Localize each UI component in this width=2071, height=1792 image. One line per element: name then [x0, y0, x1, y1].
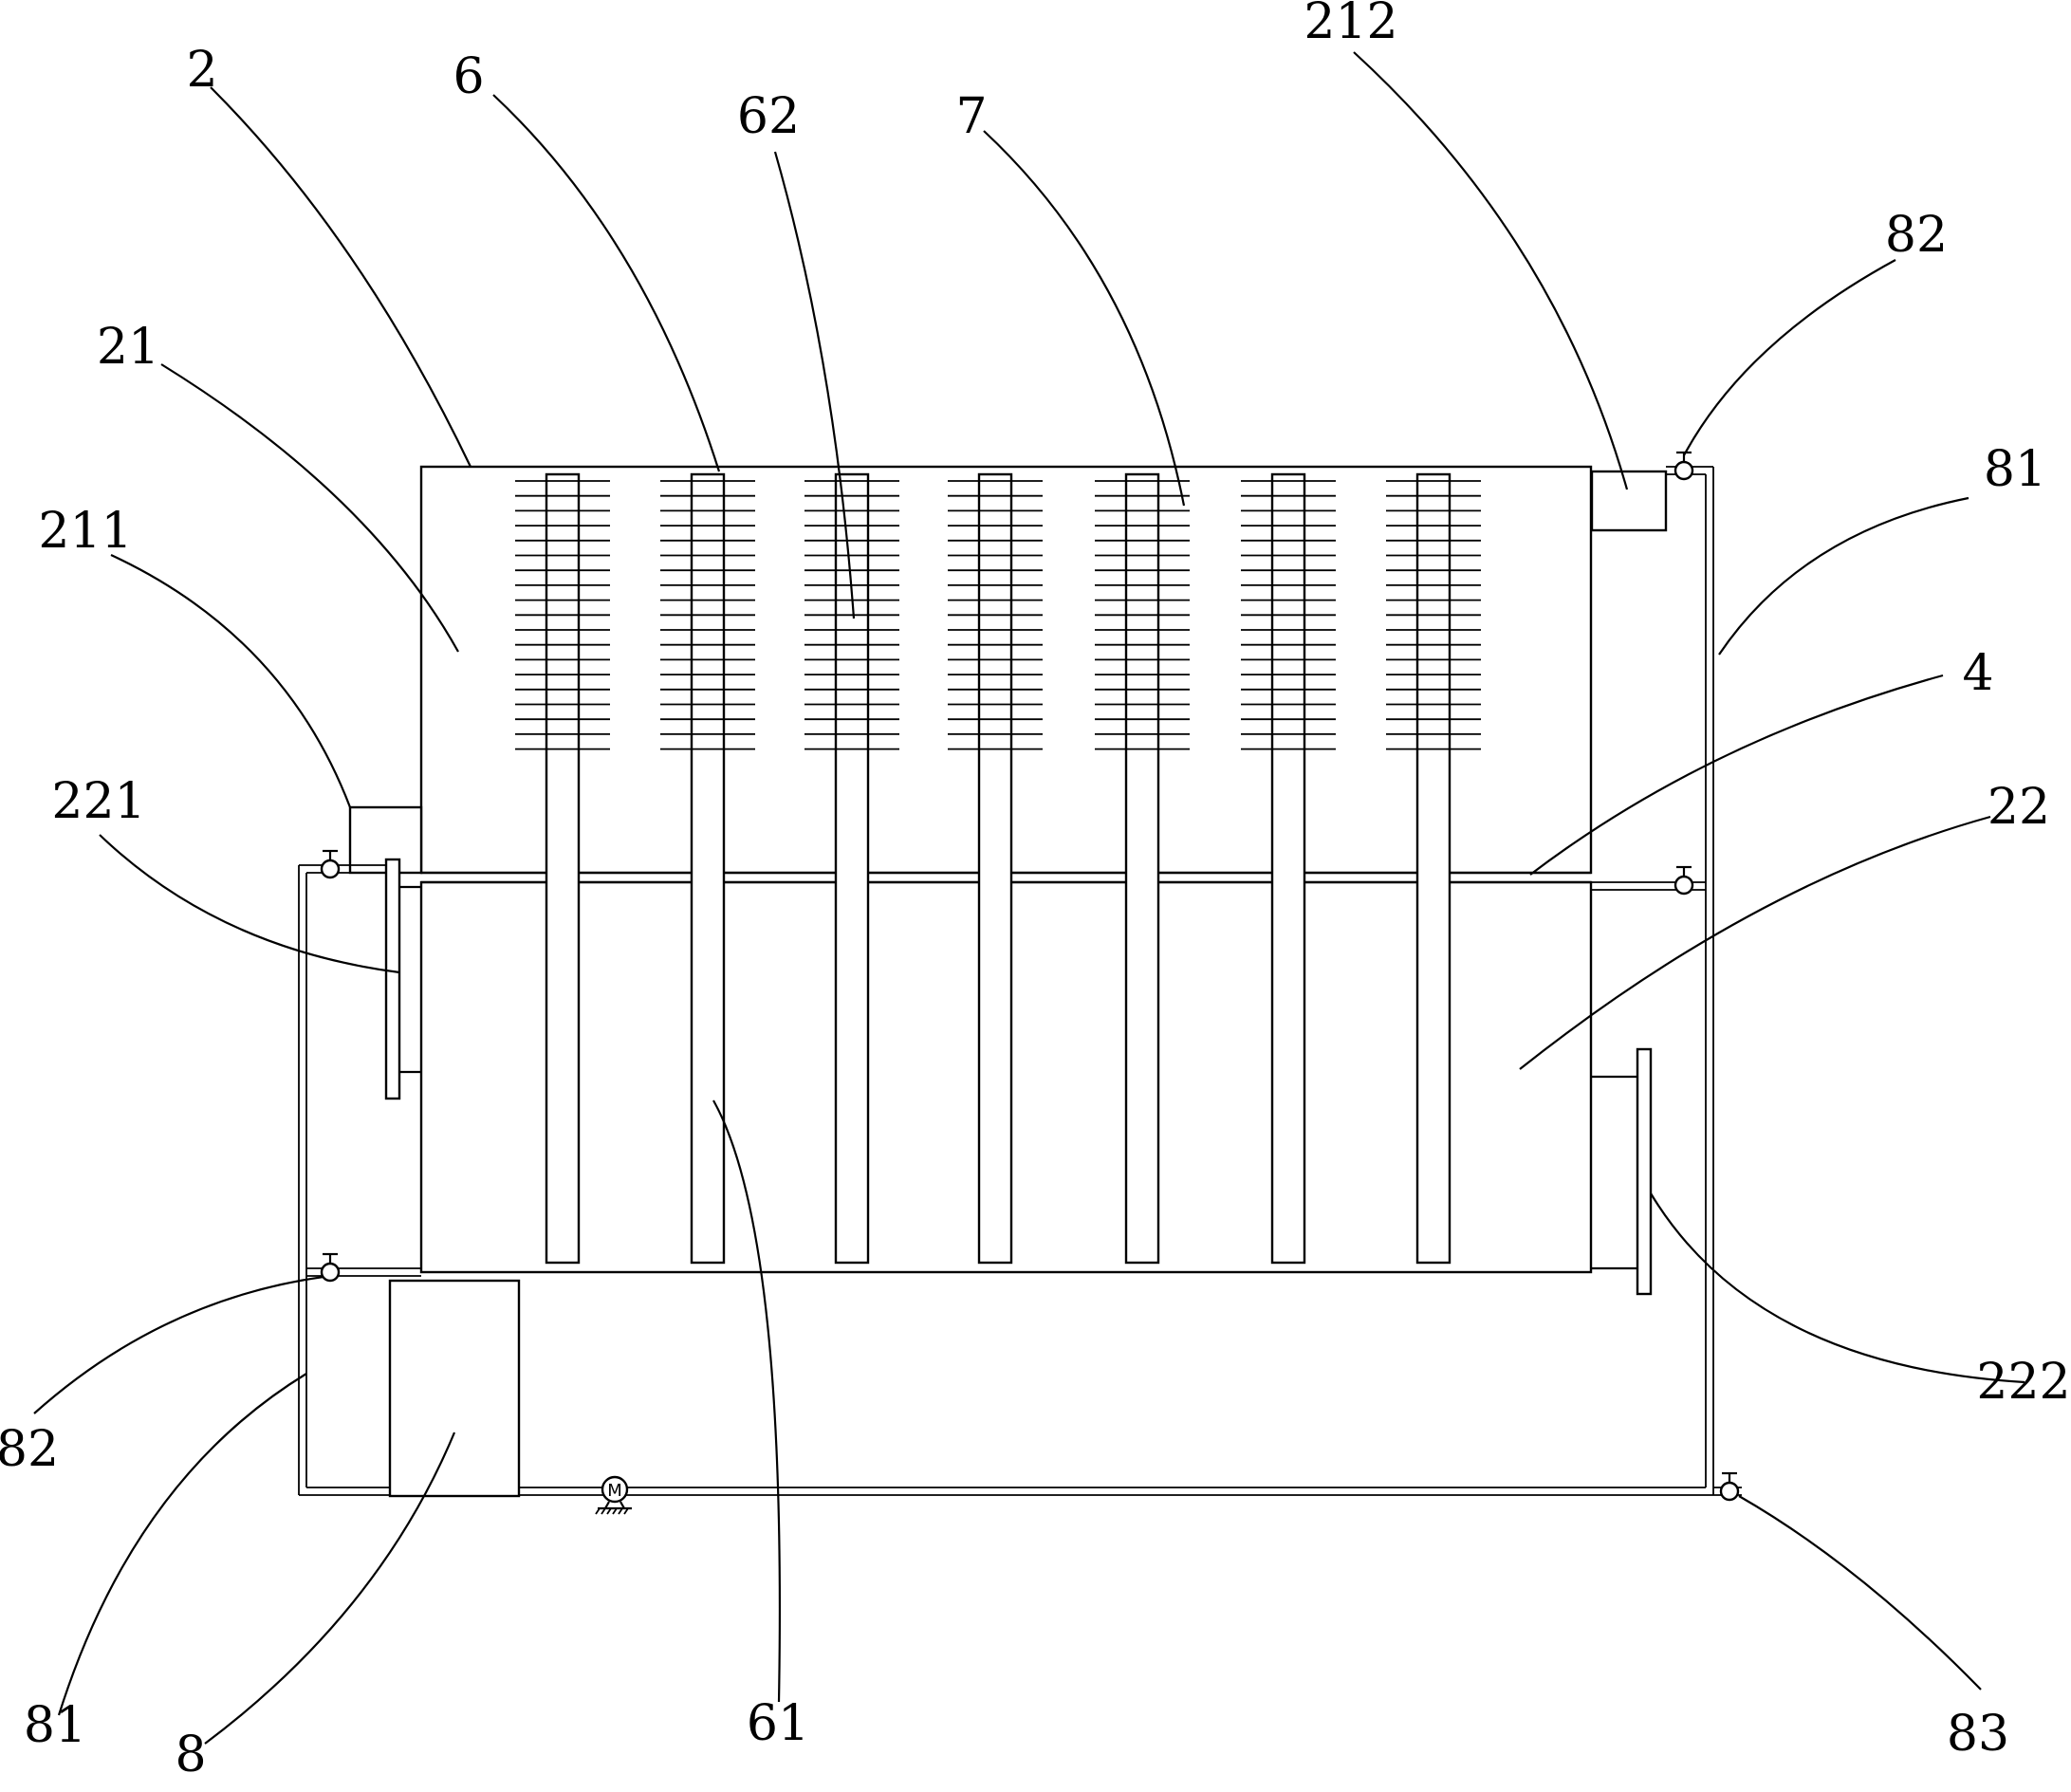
- leader-222: [1650, 1192, 2025, 1384]
- leader-8: [204, 1432, 456, 1745]
- heat-pipe-61: [690, 472, 726, 1265]
- label-222: 222: [1976, 1354, 2070, 1411]
- heat-pipe-61: [1415, 472, 1452, 1265]
- label-211: 211: [38, 503, 132, 560]
- label-212: 212: [1304, 0, 1397, 50]
- flange-221-plate: [384, 858, 401, 1100]
- label-83: 83: [1947, 1706, 2009, 1763]
- label-82-left: 82: [0, 1421, 59, 1478]
- leader-4: [1529, 674, 1944, 876]
- leader-81-left: [57, 1373, 307, 1716]
- label-4: 4: [1962, 645, 1993, 702]
- heat-pipe-61: [1124, 472, 1160, 1265]
- heat-pipe-61: [545, 472, 581, 1265]
- label-221: 221: [51, 773, 145, 830]
- leader-82-top: [1683, 259, 1896, 456]
- flange-222-plate: [1636, 1047, 1653, 1296]
- leader-82-left: [33, 1275, 324, 1414]
- valve-icon: [320, 849, 341, 879]
- outlet-box-212: [1590, 470, 1668, 532]
- pump-symbol: M: [607, 1481, 622, 1501]
- label-81-left: 81: [24, 1697, 86, 1754]
- label-21: 21: [97, 319, 159, 376]
- flange-222: [1591, 1047, 1653, 1296]
- label-61: 61: [747, 1695, 809, 1752]
- leader-21: [160, 363, 459, 653]
- leader-61: [712, 1099, 782, 1703]
- valve-icon: [1719, 1471, 1740, 1502]
- heat-pipe-61: [977, 472, 1013, 1265]
- label-81-right: 81: [1984, 441, 2046, 498]
- valve-icon: [1673, 451, 1694, 481]
- leader-83: [1738, 1495, 1982, 1690]
- leader-6: [492, 94, 721, 472]
- label-82-top: 82: [1885, 207, 1948, 264]
- leader-22: [1519, 815, 1991, 1070]
- leader-7: [983, 130, 1186, 507]
- label-2: 2: [186, 42, 217, 99]
- flange-221: [384, 858, 421, 1100]
- motor-pump-icon: M: [595, 1475, 632, 1515]
- label-6: 6: [453, 48, 484, 105]
- leader-211: [110, 554, 352, 808]
- heat-pipe-61: [1270, 472, 1306, 1265]
- label-62: 62: [737, 88, 800, 145]
- heat-pipe-group: [515, 472, 1481, 1265]
- valve-icon: [320, 1252, 341, 1283]
- leader-81-right: [1718, 496, 1969, 656]
- label-7: 7: [955, 88, 987, 145]
- leader-212: [1353, 51, 1629, 490]
- leader-lines: [33, 51, 2025, 1745]
- leader-62: [773, 151, 856, 619]
- water-tank-8: [388, 1279, 521, 1498]
- label-22: 22: [1988, 779, 2050, 836]
- leader-2: [210, 86, 472, 468]
- valve-icon: [1673, 865, 1694, 896]
- leader-221: [99, 834, 400, 974]
- label-8: 8: [175, 1727, 206, 1783]
